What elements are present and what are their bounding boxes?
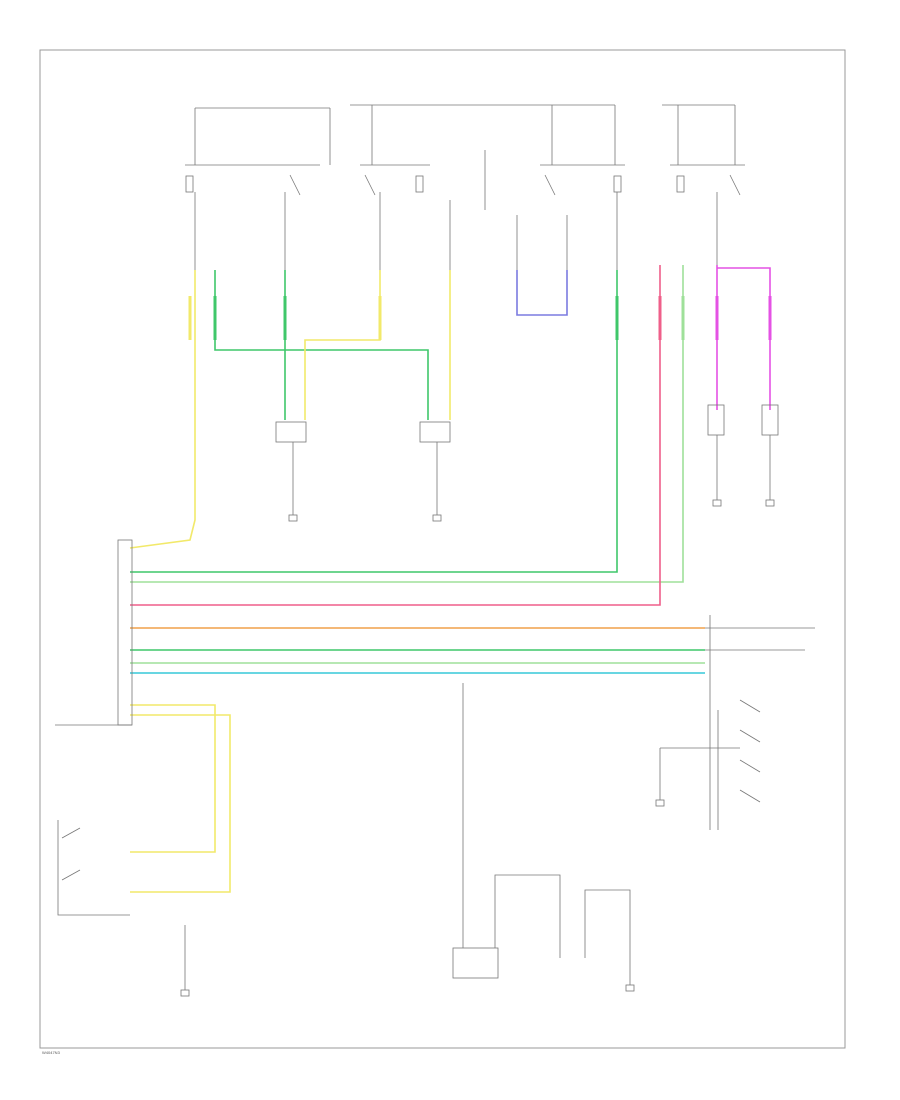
power-feed-lines	[194, 104, 736, 210]
rear-lamp-right	[761, 404, 779, 507]
wire-yellow-switch-2	[130, 714, 231, 893]
wire-green-bus	[130, 270, 618, 573]
wire-lightgreen-bus	[130, 265, 684, 583]
wire-pink-bus	[130, 265, 661, 606]
rear-lamp-left	[707, 404, 725, 507]
body-control-module	[55, 539, 133, 726]
wires	[129, 265, 815, 900]
wire-yellow-cross	[304, 270, 381, 420]
ambient-light-sensor	[452, 874, 635, 992]
wire-green-cross	[214, 270, 429, 420]
diagram-frame	[39, 49, 846, 1049]
relay-boxes	[185, 164, 745, 270]
wire-magenta-top	[717, 267, 771, 410]
wire-yellow-feed	[129, 270, 196, 549]
headlamp-switch	[655, 615, 761, 830]
turn-signal-switch	[57, 820, 190, 997]
corner-code: W4047N3	[42, 1050, 61, 1055]
wire-yellow-switch-1	[130, 704, 216, 853]
wire-blue-loop	[516, 270, 568, 316]
lamp-left	[275, 421, 307, 522]
connector-marks	[188, 296, 772, 340]
lamp-right	[419, 421, 451, 522]
